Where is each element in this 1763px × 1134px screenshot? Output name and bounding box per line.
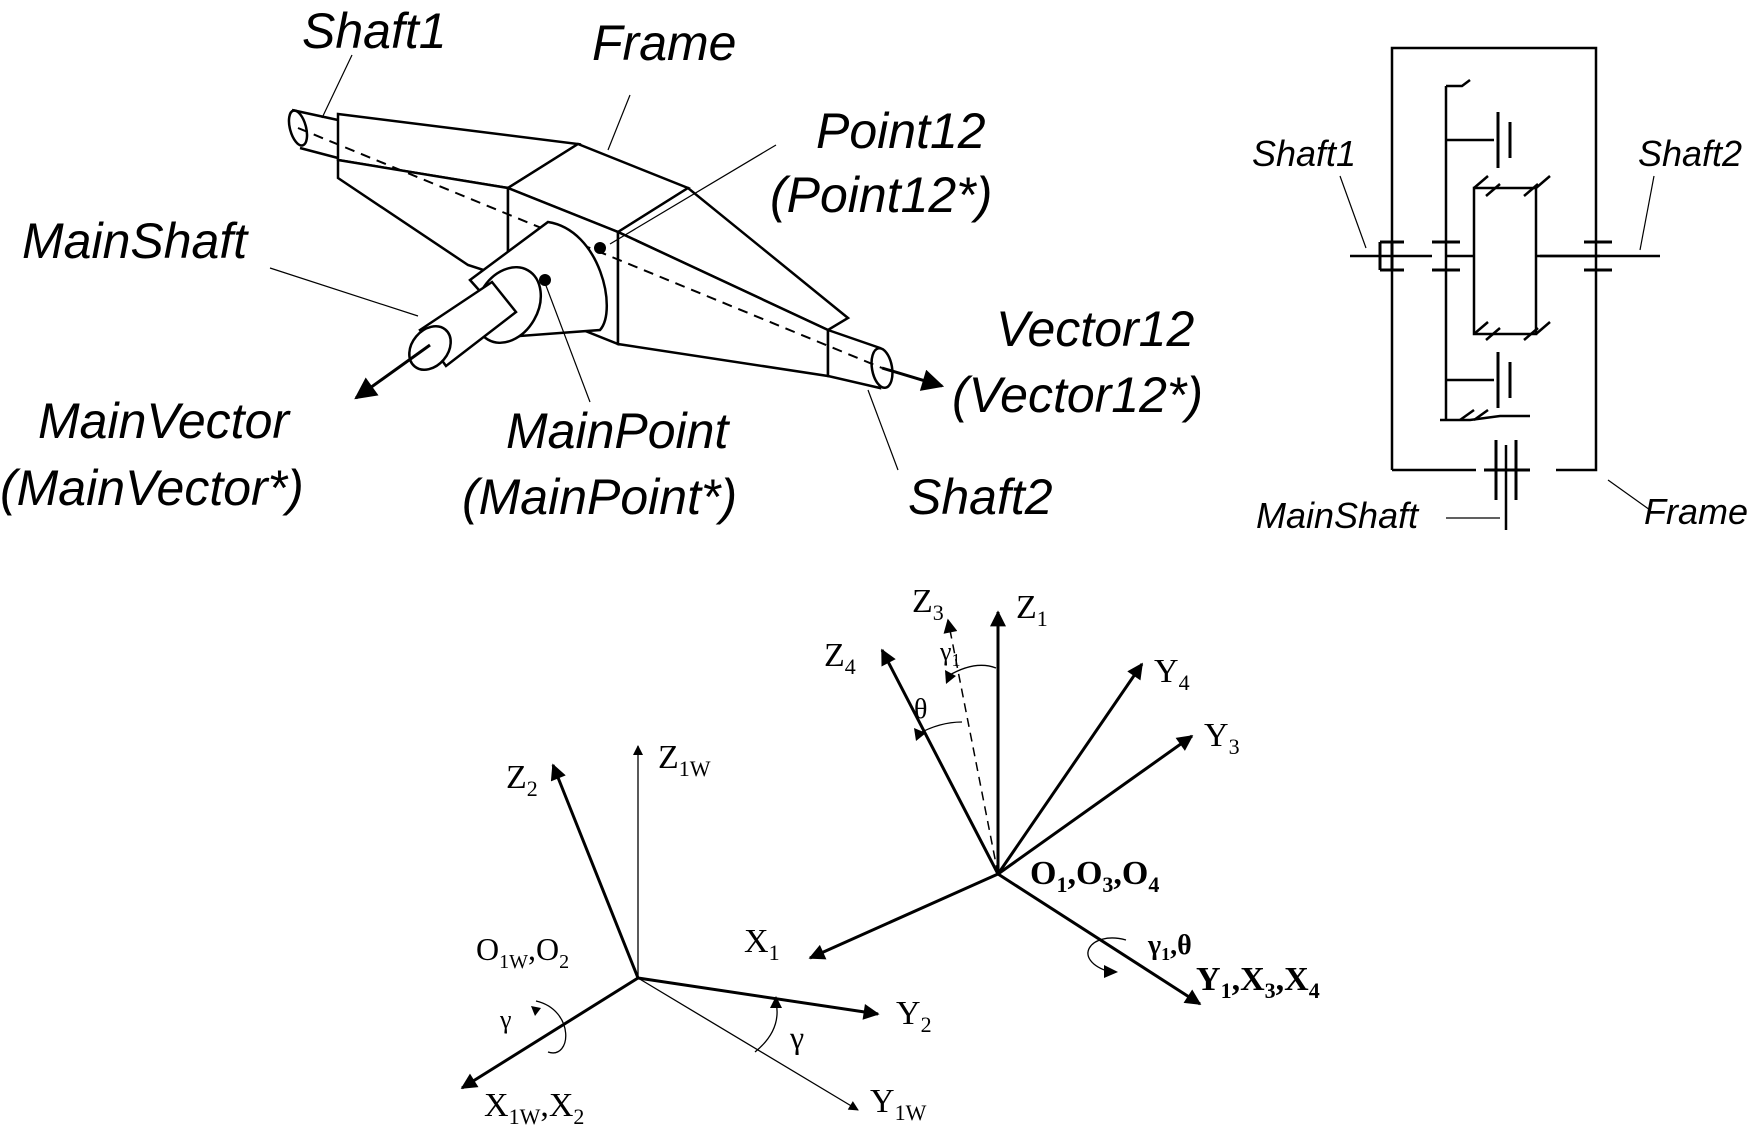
frame-body [336, 112, 894, 390]
rotation-arc-gamma1-theta [1087, 937, 1127, 973]
axis-y4 [996, 662, 1144, 875]
axis-z4 [880, 648, 1000, 875]
rotation-arrowhead-gamma1-theta [1104, 965, 1118, 978]
shaft1-cylinder [287, 108, 339, 160]
mainpoint-dot [539, 274, 551, 286]
axis-x1 [808, 872, 999, 960]
label-frame: Frame [592, 15, 736, 71]
shaft-axis-dashed [297, 127, 883, 369]
axis-z2 [550, 763, 640, 979]
axis-x1w-x2 [460, 976, 639, 1090]
rotation-arrowhead-gamma [531, 1006, 541, 1016]
pictorial-leaders [269, 54, 899, 471]
label-y2: Y2 [896, 995, 932, 1037]
frames-left: Z2 Z1W O1W,O2 Y2 γ γ X1W,X2 Y1W [460, 739, 932, 1129]
label-y1-x3-x4: Y1,X3,X4 [1196, 961, 1320, 1003]
label-x1w-x2: X1W,X2 [484, 1087, 584, 1129]
gear-schematic [1339, 46, 1660, 530]
label-z1: Z1 [1016, 589, 1048, 631]
label-z1w: Z1W [658, 739, 711, 781]
label-mainpoint-star: (MainPoint*) [462, 469, 737, 525]
label-mainpoint: MainPoint [506, 403, 730, 459]
pictorial-view: Shaft1 Frame Point12 (Point12*) MainShaf… [0, 3, 1203, 525]
label-gamma-angle: γ [789, 1019, 804, 1055]
label-z3: Z3 [912, 583, 944, 625]
label-z4: Z4 [824, 637, 856, 679]
label-y4: Y4 [1154, 653, 1190, 695]
schematic-label-shaft2: Shaft2 [1638, 133, 1742, 174]
label-shaft2: Shaft2 [908, 469, 1053, 525]
axis-y2 [637, 976, 880, 1020]
label-mainvector-star: (MainVector*) [0, 460, 304, 516]
label-origin-right: O1,O3,O4 [1030, 855, 1159, 897]
label-gamma-rotation: γ [499, 1005, 512, 1034]
axis-y1w [637, 977, 859, 1111]
axis-y1-x3-x4 [997, 872, 1202, 1006]
vector12-arrow [881, 366, 945, 391]
label-z2: Z2 [506, 759, 538, 801]
schematic-label-shaft1: Shaft1 [1252, 133, 1356, 174]
angle-arrowhead-theta [914, 728, 926, 741]
label-mainvector: MainVector [38, 393, 291, 449]
label-gamma1: γ1 [939, 637, 961, 670]
label-x1: X1 [744, 923, 780, 965]
angle-arrowhead-gamma [770, 996, 782, 1008]
label-y1w: Y1W [870, 1083, 927, 1125]
frames-right: Z3 Z1 Z4 γ1 θ Y4 Y3 O1,O3,O4 X1 γ1,θ Y1,… [744, 583, 1320, 1006]
main-vector-arrow [354, 343, 431, 400]
rotation-arc-gamma [535, 1000, 567, 1054]
label-point12: Point12 [816, 103, 986, 159]
label-mainshaft: MainShaft [22, 213, 249, 269]
angle-arrowhead-gamma1 [945, 670, 956, 684]
label-vector12-star: (Vector12*) [952, 367, 1203, 423]
axis-z3 [943, 618, 999, 875]
label-origin-left: O1W,O2 [476, 931, 569, 973]
label-y3: Y3 [1204, 717, 1240, 759]
angle-arc-gamma1 [947, 664, 997, 677]
point12-dot [594, 242, 606, 254]
label-theta: θ [914, 694, 927, 725]
label-shaft1: Shaft1 [302, 3, 447, 59]
label-vector12: Vector12 [996, 301, 1194, 357]
angle-arc-gamma [754, 1001, 778, 1053]
main-shaft-cone [408, 220, 608, 371]
axis-y3 [997, 734, 1194, 876]
schematic-label-frame: Frame [1644, 491, 1748, 532]
label-point12-star: (Point12*) [770, 167, 992, 223]
label-rotation-gamma1-theta: γ1,θ [1147, 930, 1192, 964]
schematic-label-mainshaft: MainShaft [1256, 495, 1420, 536]
